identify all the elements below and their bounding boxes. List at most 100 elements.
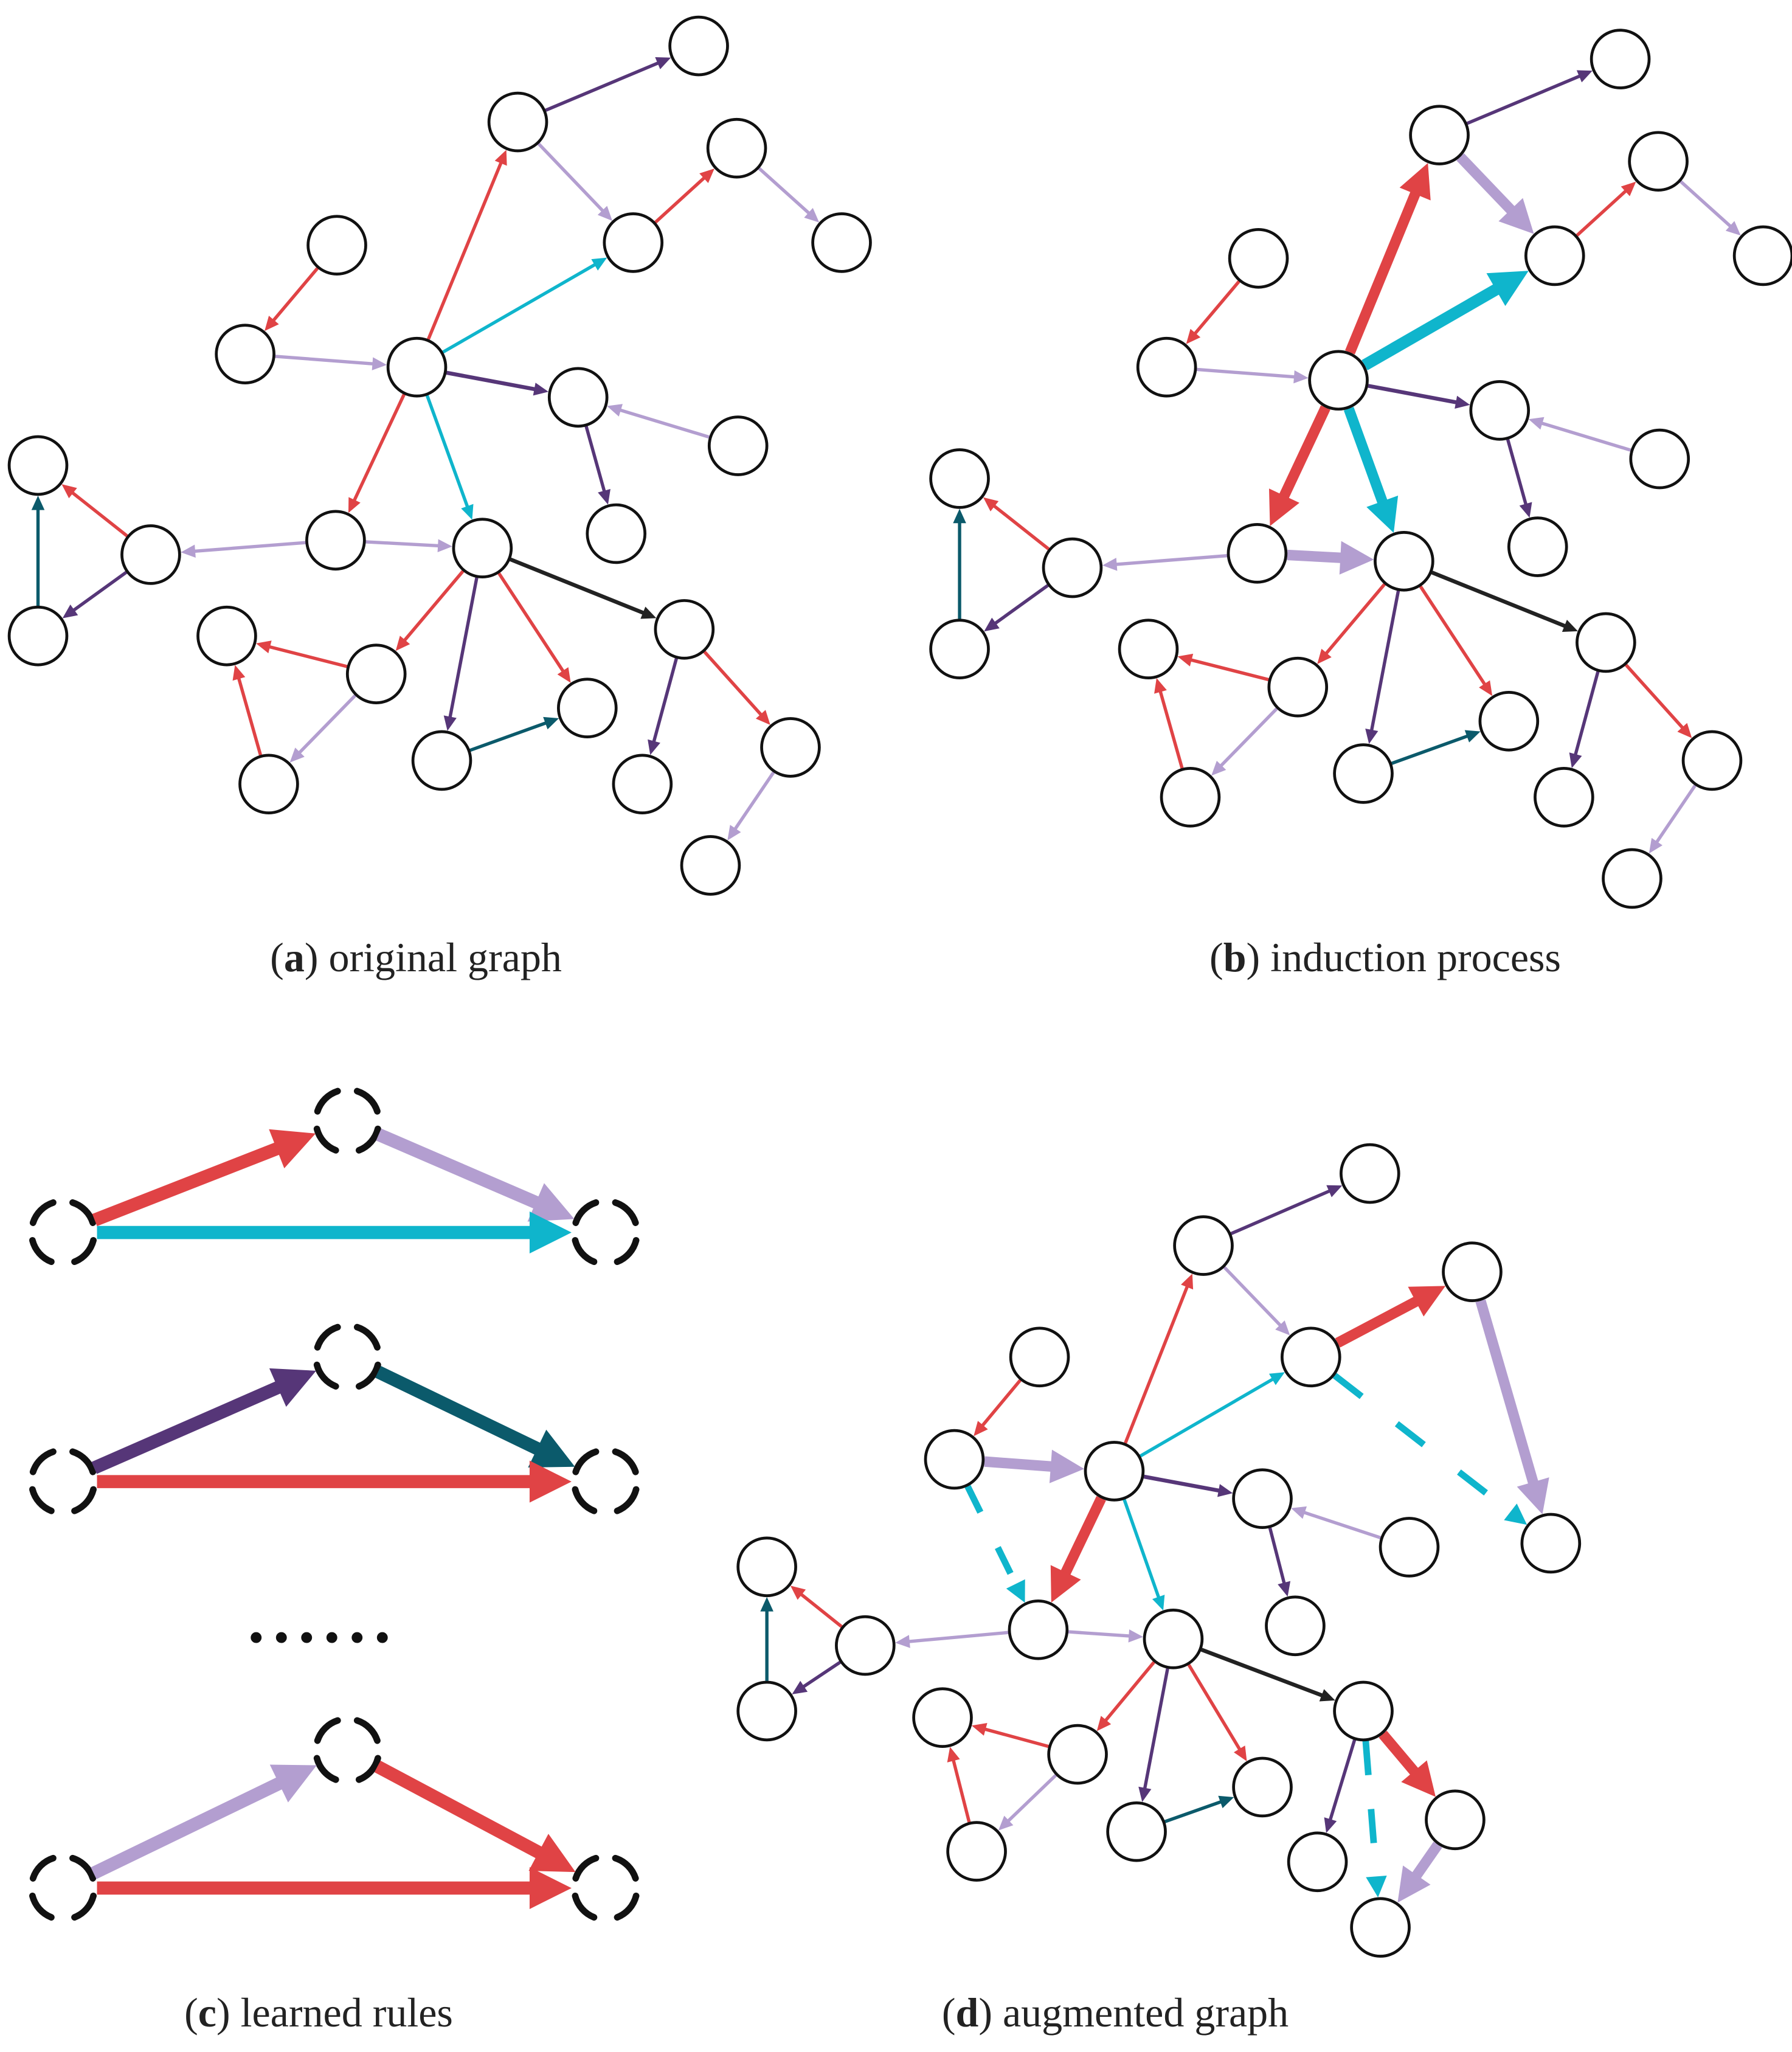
d-edge-n23-n16: [947, 1747, 971, 1823]
d-node-n10: [1379, 1517, 1440, 1578]
d-node-n23: [946, 1821, 1007, 1882]
c-rule2-edge-l-t-head: [269, 1368, 316, 1407]
a-node-n10: [707, 415, 769, 476]
a-node-n18: [654, 599, 715, 660]
b-edge-n8-n9: [1368, 384, 1470, 409]
c-rule1-node-r-arc-right: [614, 1237, 640, 1266]
a-edge-n8-n14-shaft: [425, 395, 469, 508]
b-edge-n14-n18-shaft: [1431, 570, 1567, 628]
d-node-n1: [1340, 1143, 1400, 1204]
d-edge-n14-n21-shaft: [1143, 1668, 1169, 1790]
a-edge-n18-n22-head: [755, 710, 770, 726]
d-edge-n17-n23-head: [998, 1815, 1014, 1831]
a-edge-n8-n2-head: [494, 150, 507, 166]
d-node-n25: [1350, 1897, 1411, 1958]
d-edge-n23-n16-head: [947, 1747, 960, 1763]
c-rule3-node-l-arc-left: [29, 1892, 55, 1921]
b-edge-n8-n13-shaft: [1279, 405, 1330, 499]
d-edge-n13-n14: [1068, 1629, 1143, 1643]
b-edge-n14-n17-shaft: [1324, 583, 1386, 656]
a-edge-n20-n11: [31, 495, 45, 606]
b-edge-n21-n19: [1391, 730, 1481, 765]
d-edge-n7-n13-shaft: [964, 1485, 1020, 1587]
a-edge-n3-n5: [758, 167, 820, 223]
b-edge-n12-n20-shaft: [994, 584, 1049, 625]
a-edge-n18-n24: [648, 658, 678, 755]
b-edge-n17-n16-head: [1177, 653, 1194, 667]
a-edge-n8-n14-head: [461, 504, 474, 520]
a-edge-n9-n15-head: [598, 488, 611, 505]
b-edge-n14-n18: [1431, 570, 1578, 633]
d-edge-n8-n14-head: [1152, 1595, 1165, 1611]
b-edge-n6-n7-shaft: [1193, 280, 1240, 336]
b-edge-n13-n12-head: [1102, 558, 1118, 571]
b-edge-n8-n13-head: [1268, 488, 1299, 526]
d-node-n9: [1232, 1468, 1293, 1529]
b-node-n3: [1628, 131, 1689, 192]
b-edge-n14-n19-shaft: [1419, 585, 1487, 686]
c-rule1-node-r: [572, 1199, 640, 1266]
panel-b-induction-process: [929, 29, 1792, 909]
b-edge-n2-n4-head: [1498, 198, 1534, 234]
a-node-n16: [196, 605, 257, 667]
d-node-n14: [1143, 1609, 1204, 1669]
a-edge-n12-n11: [61, 484, 128, 538]
d-edge-n23-n16-shaft: [951, 1759, 971, 1823]
d-edge-n14-n19-shaft: [1187, 1663, 1242, 1751]
d-edge-n17-n23: [998, 1773, 1057, 1831]
a-edge-n12-n11-head: [61, 484, 77, 499]
a-edge-n8-n4-shaft: [442, 263, 597, 354]
d-edge-n18-n25: [1362, 1741, 1387, 1898]
d-node-n5: [1520, 1513, 1582, 1574]
b-edge-n12-n20-head: [984, 617, 1000, 632]
b-edge-n18-n22-shaft: [1625, 664, 1684, 730]
a-edge-n23-n16: [232, 665, 263, 756]
b-node-n5: [1732, 225, 1792, 286]
d-edge-n6-n7-head: [974, 1421, 988, 1437]
d-node-n24: [1287, 1831, 1348, 1893]
a-edge-n18-n24-head: [648, 739, 660, 755]
d-edge-n18-n22-shaft: [1379, 1730, 1419, 1776]
a-edge-n17-n23: [289, 694, 357, 763]
a-edge-n8-n13-shaft: [352, 393, 406, 502]
b-node-n23: [1160, 767, 1221, 828]
a-node-n19: [557, 678, 618, 739]
d-edge-n6-n7: [974, 1379, 1022, 1437]
caption-b: (b) induction process: [1209, 934, 1561, 980]
c-rule3-node-t-arc-left: [313, 1755, 339, 1783]
a-edge-n8-n4-head: [591, 257, 607, 271]
a-node-n1: [668, 15, 729, 77]
d-edge-n4-n5-shaft: [1332, 1373, 1514, 1516]
d-edge-n9-n15: [1268, 1527, 1291, 1597]
a-node-n8: [386, 336, 448, 398]
b-edge-n21-n19-shaft: [1391, 734, 1469, 765]
a-node-n5: [811, 212, 872, 273]
caption-c-letter: c: [198, 1989, 216, 2036]
b-node-n6: [1228, 227, 1289, 289]
a-edge-n8-n2-shaft: [426, 161, 503, 340]
a-edge-n13-n14-head: [437, 539, 452, 553]
b-edge-n23-n16-head: [1154, 678, 1167, 694]
a-edge-n14-n17: [395, 570, 465, 651]
b-node-n2: [1409, 105, 1470, 165]
a-edge-n13-n14: [365, 539, 452, 553]
d-edge-n4-n3-shaft: [1335, 1296, 1420, 1348]
c-rule3-edge-l-t-head: [269, 1764, 317, 1803]
a-edge-n8-n9-shaft: [446, 370, 536, 392]
a-node-n6: [306, 215, 367, 276]
c-rule2-node-t-arc-left: [313, 1361, 339, 1390]
a-edge-n8-n2: [426, 150, 507, 340]
a-edge-n14-n19: [497, 572, 571, 683]
c-rule2-edge-l-r-head: [529, 1460, 572, 1503]
a-edge-n2-n4: [537, 142, 612, 221]
caption-a-text: original graph: [328, 934, 562, 980]
a-edge-n18-n22-shaft: [703, 650, 763, 716]
d-node-n19: [1232, 1756, 1293, 1818]
c-rule2-edge-t-r: [375, 1365, 575, 1468]
b-edge-n2-n1: [1466, 70, 1593, 125]
d-edge-n4-n5-head: [1504, 1503, 1527, 1525]
c-rule1-edge-l-t-head: [269, 1129, 316, 1169]
a-edge-n14-n19-head: [557, 667, 571, 683]
a-node-n20: [7, 605, 69, 667]
c-rule2-node-l-arc-left: [29, 1486, 55, 1514]
